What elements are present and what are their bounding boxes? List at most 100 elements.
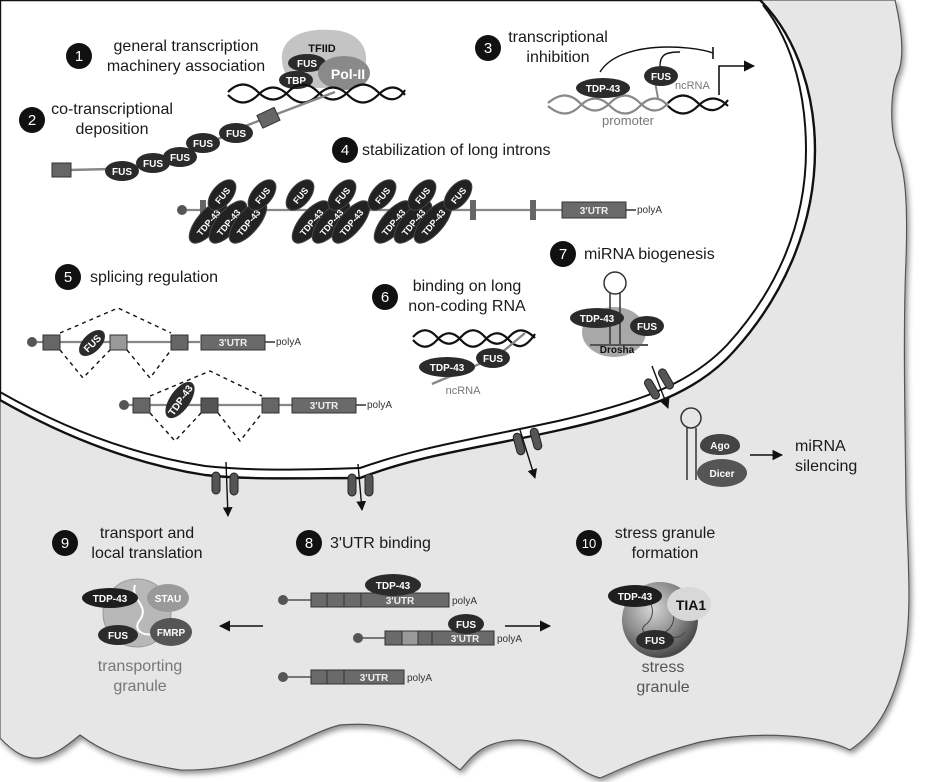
- exon-box: [256, 106, 281, 129]
- fus-protein: FUS: [247, 179, 277, 211]
- svg-text:FUS: FUS: [112, 167, 132, 178]
- step-9: 9 transport and local translation TDP-43…: [52, 525, 203, 695]
- fus-protein: [644, 66, 678, 86]
- svg-text:3'UTR: 3'UTR: [386, 596, 415, 607]
- dicer-protein: [697, 459, 747, 487]
- svg-text:TDP-43: TDP-43: [376, 581, 411, 592]
- utr-box: [310, 669, 405, 685]
- step-badge: [19, 107, 45, 133]
- tdp-43-protein: [365, 574, 421, 596]
- fus-protein: [448, 614, 484, 634]
- fus-protein: [476, 348, 510, 368]
- step-badge: [55, 264, 81, 290]
- cap: [177, 205, 187, 215]
- fus-protein: [186, 133, 220, 153]
- nuclear-pore: [347, 463, 374, 511]
- tbp-label: TBP: [286, 76, 306, 87]
- svg-text:polyA: polyA: [497, 634, 522, 645]
- exon-box: [200, 200, 206, 220]
- step-3: 3 transcriptional inhibition TDP-43 FUS …: [475, 29, 756, 128]
- step-title: inhibition: [526, 49, 589, 66]
- svg-text:3'UTR: 3'UTR: [451, 634, 480, 645]
- svg-text:TDP-43: TDP-43: [430, 363, 465, 374]
- exon-box: [261, 397, 280, 414]
- step-5: 5 splicing regulation 3'UTR polyA FUS 3'…: [27, 264, 392, 443]
- svg-text:3'UTR: 3'UTR: [219, 338, 248, 349]
- svg-text:TDP-43: TDP-43: [586, 84, 621, 95]
- tfiid-label: TFIID: [308, 43, 336, 55]
- step-number: 7: [559, 246, 567, 263]
- svg-text:FUS: FUS: [637, 322, 657, 333]
- svg-text:3'UTR: 3'UTR: [580, 206, 609, 217]
- stress-granule-label: granule: [636, 679, 689, 696]
- step-4: 4 stabilization of long introns 3'UTR po…: [177, 137, 662, 244]
- exon-box: [51, 162, 72, 178]
- fus-protein: [219, 123, 253, 143]
- fus-protein: FUS: [327, 179, 357, 211]
- exon-box: [42, 334, 61, 351]
- step-badge: [332, 137, 358, 163]
- step-badge: [576, 530, 602, 556]
- svg-text:FMRP: FMRP: [157, 628, 186, 639]
- inner-nuclear-membrane: [0, 4, 808, 471]
- fus-protein: FUS: [407, 179, 437, 211]
- fus-protein: [636, 630, 674, 650]
- ncrna-label: ncRNA: [446, 385, 482, 397]
- utr-box: [310, 592, 450, 608]
- svg-text:3'UTR: 3'UTR: [310, 401, 339, 412]
- step-number: 10: [582, 536, 596, 551]
- tdp-43-protein: [165, 381, 195, 419]
- step-title: deposition: [76, 121, 149, 138]
- nuclear-pore: [644, 365, 674, 409]
- step-badge: [296, 530, 322, 556]
- step-title: stress granule: [615, 525, 716, 542]
- fus-protein: FUS: [443, 179, 473, 211]
- tia1-protein: [667, 587, 711, 621]
- svg-text:FUS: FUS: [143, 159, 163, 170]
- svg-text:FUS: FUS: [170, 153, 190, 164]
- step-number: 3: [484, 40, 492, 57]
- svg-text:FUS: FUS: [645, 636, 665, 647]
- step-title: non-coding RNA: [408, 298, 526, 315]
- step-number: 2: [28, 112, 36, 129]
- pol-ii-label: Pol-II: [331, 66, 365, 82]
- mirna-silencing-label: silencing: [795, 458, 857, 475]
- fus-protein: [98, 625, 138, 645]
- step-title: 3'UTR binding: [330, 535, 431, 552]
- svg-text:TIA1: TIA1: [676, 597, 707, 613]
- exon-box: [170, 334, 189, 351]
- step-10: 10 stress granule formation TDP-43 TIA1 …: [576, 525, 715, 696]
- nuclear-pore: [211, 461, 239, 517]
- exon-box: [200, 397, 219, 414]
- fus-protein: [136, 153, 170, 173]
- svg-text:Ago: Ago: [710, 441, 729, 452]
- exon-box: [132, 397, 151, 414]
- pol-ii-protein: [318, 56, 370, 90]
- step-number: 5: [64, 269, 72, 286]
- step-title: transcriptional: [508, 29, 608, 46]
- step-7: 7 miRNA biogenesis TDP-43 FUS Drosha: [550, 241, 715, 357]
- step-title: splicing regulation: [90, 269, 218, 286]
- svg-text:3'UTR: 3'UTR: [360, 673, 389, 684]
- tdp-43-protein: [608, 585, 662, 607]
- step-number: 4: [341, 142, 349, 159]
- svg-text:polyA: polyA: [637, 205, 662, 216]
- svg-text:FUS: FUS: [456, 620, 476, 631]
- step-title: transport and: [100, 525, 194, 542]
- step-6: 6 binding on long non-coding RNA TDP-43 …: [372, 278, 536, 397]
- fus-protein: [163, 147, 197, 167]
- transporting-granule-label: granule: [113, 678, 166, 695]
- ago-protein: [700, 434, 740, 455]
- drosha-label: Drosha: [600, 345, 635, 356]
- step-title: formation: [632, 545, 699, 562]
- step-number: 6: [381, 289, 389, 306]
- svg-text:polyA: polyA: [452, 596, 477, 607]
- svg-text:FUS: FUS: [483, 354, 503, 365]
- promoter-label: promoter: [602, 113, 655, 128]
- step-title: miRNA biogenesis: [584, 246, 715, 263]
- fus-label: FUS: [297, 59, 317, 70]
- fus-protein: [630, 316, 664, 336]
- dna-helix: [227, 83, 406, 101]
- fmrp-protein: [150, 618, 192, 646]
